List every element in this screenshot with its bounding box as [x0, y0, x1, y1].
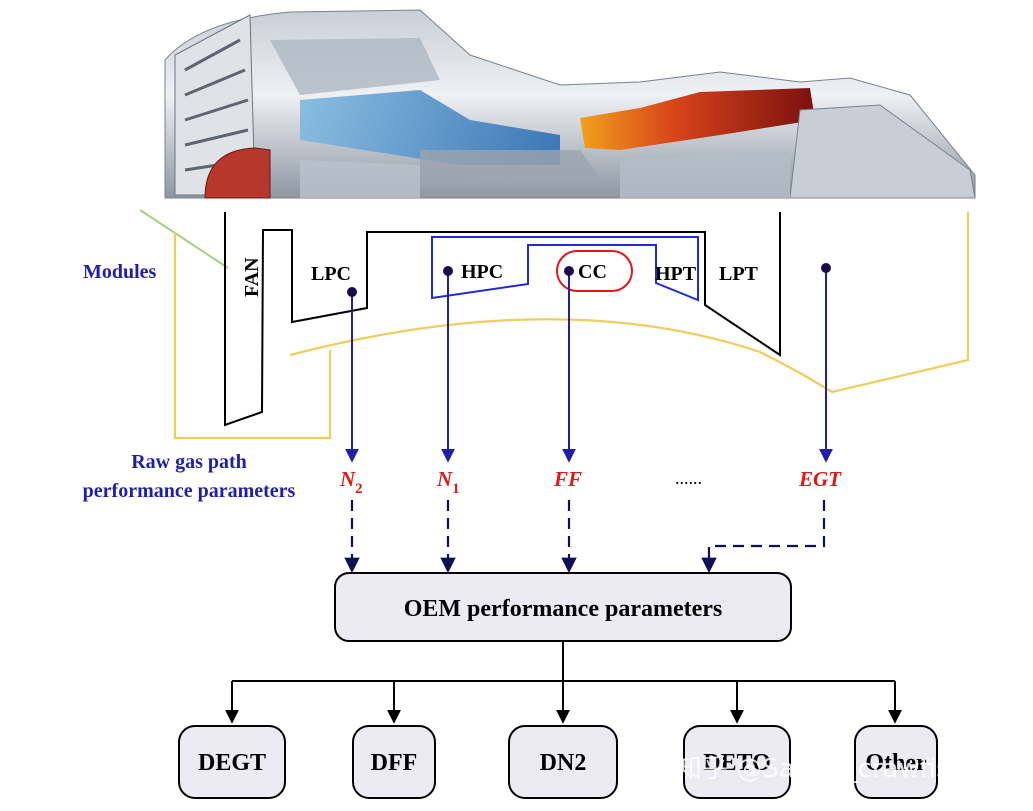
- egt-dashed-arrow: [701, 500, 826, 574]
- lpc-sensor-point: [347, 287, 357, 297]
- sensor-points: [347, 263, 831, 297]
- spinner-graphic: [204, 147, 271, 199]
- output-label-other: Other: [865, 750, 927, 776]
- hpc-sensor-point: [443, 266, 453, 276]
- cc-highlight: [556, 250, 633, 292]
- lpt-label: LPT: [719, 263, 759, 285]
- hpc-label: HPC: [461, 261, 503, 283]
- egt-parameter: EGT: [798, 467, 842, 491]
- output-label-dn2: DN2: [540, 750, 587, 776]
- raw-gas-path-label-line2: performance parameters: [83, 480, 296, 502]
- cc-label: CC: [578, 261, 607, 283]
- yellow-guide-line: [173, 212, 970, 440]
- output-box-degt: DEGT: [178, 725, 286, 799]
- parameter-ellipsis: ......: [675, 468, 702, 488]
- raw-gas-path-label-line1: Raw gas path: [131, 451, 247, 473]
- sensor-connectors: [345, 268, 833, 463]
- exhaust-graphic: [789, 104, 976, 199]
- n1-parameter: N1: [436, 467, 460, 497]
- cc-sensor-point: [564, 266, 574, 276]
- oem-parameters-box: OEM performance parameters: [334, 572, 792, 642]
- output-label-deto: DETO: [703, 750, 771, 776]
- module-outline: [224, 212, 781, 427]
- green-guide-line: [139, 209, 229, 269]
- output-box-dff: DFF: [352, 725, 436, 799]
- compressor-graphic: [300, 90, 560, 165]
- n2-parameter: N2: [339, 467, 363, 497]
- core-outline: [431, 236, 699, 302]
- watermark: 知乎 @Salted_crawfish: [676, 754, 966, 784]
- output-connectors: [225, 641, 902, 724]
- output-label-dff: DFF: [371, 750, 418, 776]
- modules-label: Modules: [83, 261, 157, 283]
- output-box-dn2: DN2: [508, 725, 618, 799]
- ff-parameter: FF: [553, 467, 582, 491]
- turbine-hot-graphic: [580, 88, 815, 150]
- engine-cutaway-illustration: [164, 9, 976, 199]
- output-label-degt: DEGT: [198, 750, 266, 776]
- output-box-other: Other: [854, 725, 938, 799]
- fan-label: FAN: [241, 257, 263, 297]
- oem-parameters-label: OEM performance parameters: [404, 596, 723, 622]
- egt-sensor-point: [821, 263, 831, 273]
- output-box-deto: DETO: [683, 725, 791, 799]
- lpc-label: LPC: [311, 263, 351, 285]
- hpt-label: HPT: [655, 263, 697, 285]
- dashed-connectors: [344, 500, 826, 574]
